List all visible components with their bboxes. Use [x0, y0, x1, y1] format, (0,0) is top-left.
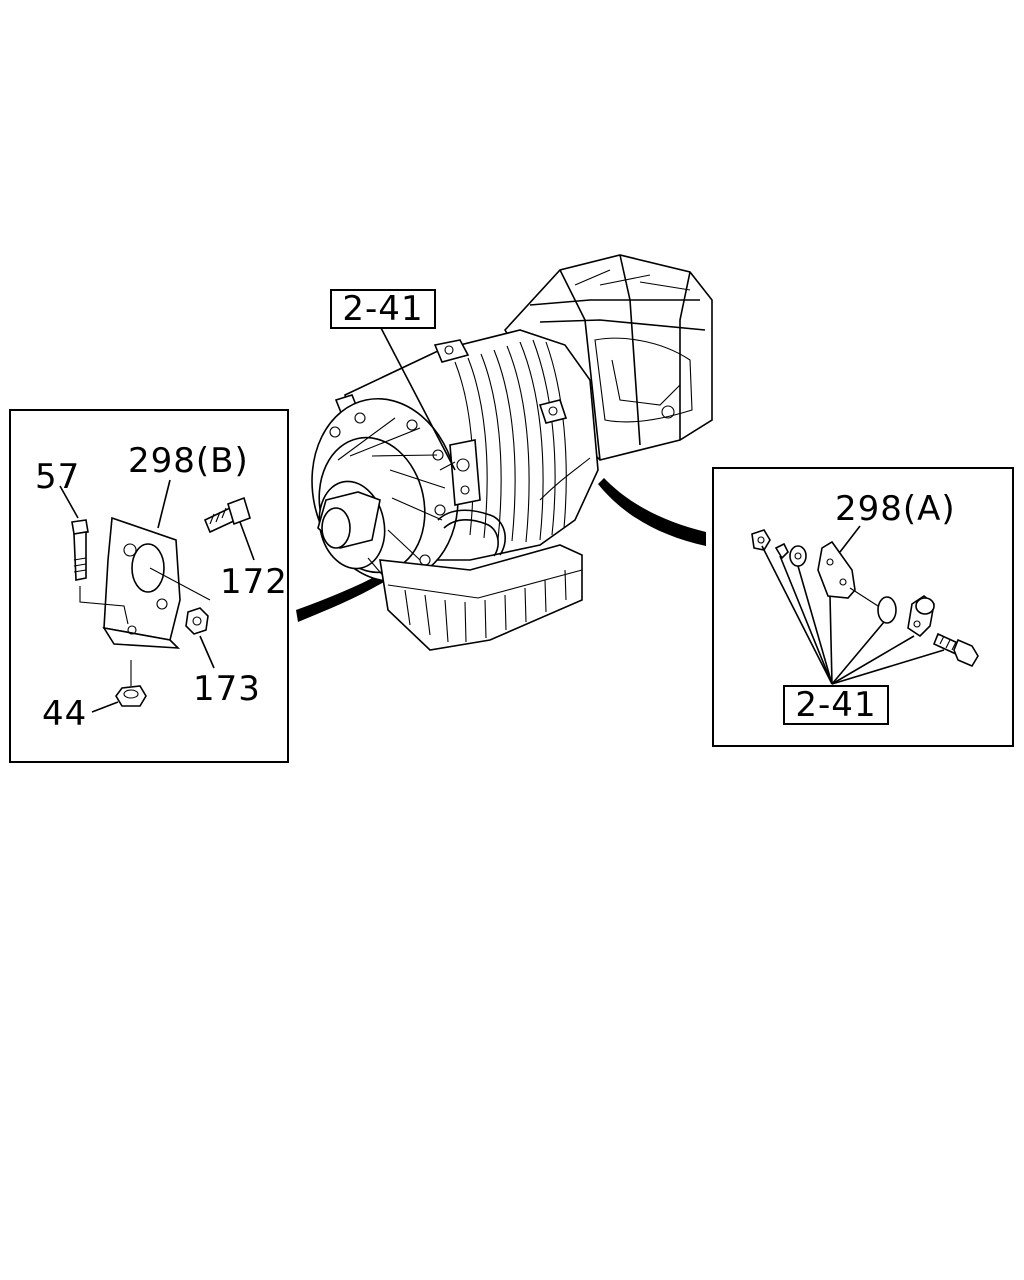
- inset-right-ref-label: 2-41: [795, 685, 876, 725]
- leader-fan: [761, 545, 945, 685]
- leader-swoosh-right: [598, 478, 706, 546]
- transmission-illustration: [311, 254, 713, 651]
- label-298b: 298(B): [128, 441, 249, 481]
- label-57: 57: [35, 457, 80, 497]
- clamp-icon: [907, 595, 935, 638]
- clip-hardware-icon: [751, 529, 807, 567]
- oil-pan: [379, 544, 583, 651]
- label-172: 172: [220, 562, 288, 602]
- nut-173-icon: [185, 607, 209, 635]
- flange-bolt-icon: [932, 632, 979, 668]
- label-44: 44: [42, 694, 87, 734]
- bolt-57-icon: [71, 519, 89, 581]
- washer-icon: [849, 587, 897, 624]
- inset-left: 57 298(B) 172 173: [9, 409, 289, 763]
- harness-loop: [437, 457, 591, 557]
- bolt-172-icon: [203, 496, 251, 534]
- inset-right: 298(A) 2-41: [712, 467, 1014, 747]
- leader-swoosh-left: [296, 530, 446, 622]
- body-mounted-bracket: [439, 439, 481, 506]
- bracket-298a-icon: [817, 540, 856, 599]
- label-298a: 298(A): [835, 489, 956, 529]
- main-reference-callout: 2-41: [330, 289, 456, 471]
- nut-44-icon: [115, 660, 147, 707]
- label-173: 173: [193, 669, 261, 709]
- main-ref-label: 2-41: [342, 289, 423, 329]
- bracket-298b-icon: [79, 516, 211, 649]
